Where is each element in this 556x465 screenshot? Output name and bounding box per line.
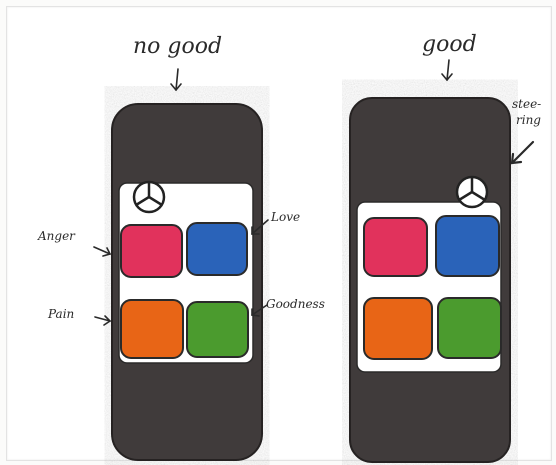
label-pain: Pain — [48, 308, 74, 320]
right-orange-box — [364, 298, 432, 359]
left-orange-box — [121, 300, 183, 358]
label-love: Love — [271, 211, 300, 223]
right-blue-box — [436, 216, 499, 276]
caption-good: good — [422, 34, 477, 56]
right-car — [350, 98, 510, 462]
label-steering-line2: ring — [516, 114, 541, 126]
arrow-right-icon — [95, 316, 110, 325]
steering-wheel-icon — [134, 182, 164, 212]
left-red-box — [121, 225, 182, 277]
right-red-box — [364, 218, 427, 276]
arrow-left-icon — [512, 142, 533, 163]
label-goodness: Goodness — [266, 298, 325, 310]
left-car — [112, 104, 262, 460]
arrow-down-icon — [442, 60, 452, 80]
right-green-box — [438, 298, 501, 358]
left-green-box — [187, 302, 248, 357]
arrow-down-icon — [171, 69, 181, 90]
label-steering-line1: stee- — [512, 98, 541, 110]
left-blue-box — [187, 223, 247, 275]
arrow-right-icon — [94, 247, 110, 256]
label-anger: Anger — [38, 230, 75, 242]
steering-wheel-icon — [457, 177, 487, 207]
caption-no-good: no good — [133, 36, 222, 58]
